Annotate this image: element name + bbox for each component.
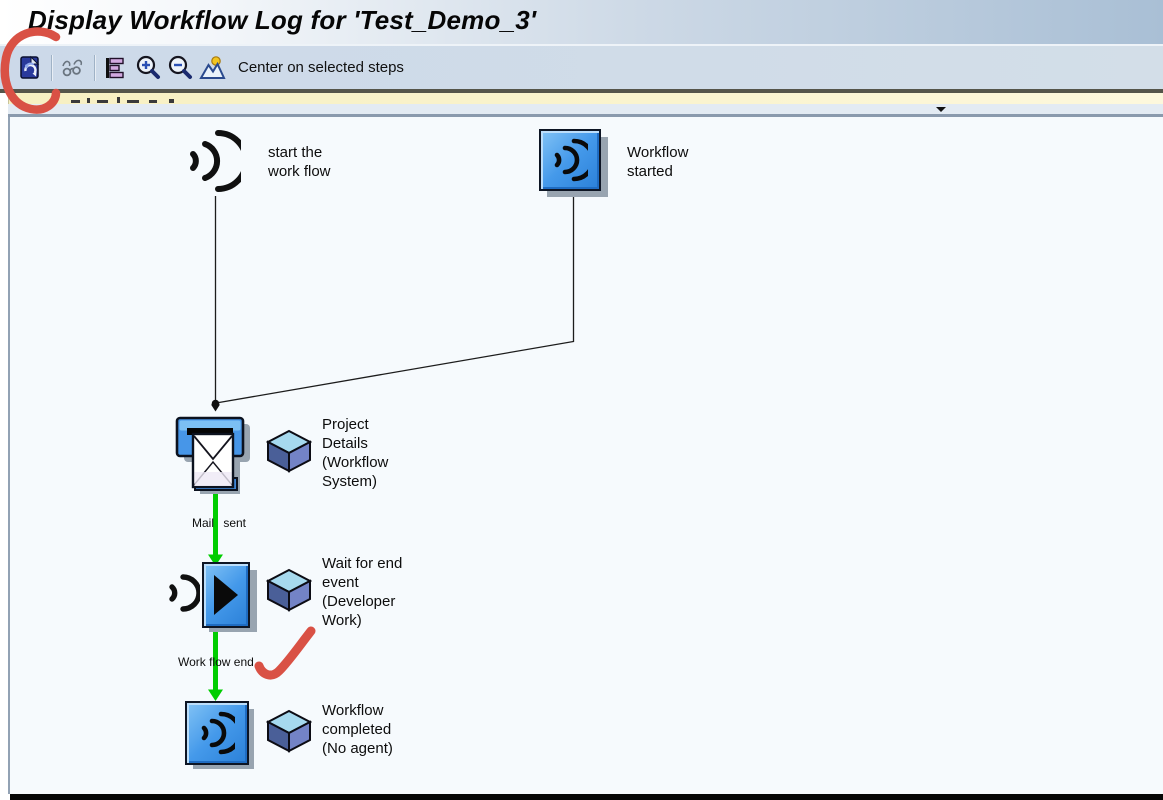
glasses-icon: [62, 59, 83, 76]
node-label: start the work flow: [268, 144, 331, 180]
send-mail-icon: [175, 416, 250, 494]
zoom-in-icon: [136, 55, 160, 79]
chevron-down-icon[interactable]: [936, 107, 946, 112]
workflow-node-wait-event[interactable]: [166, 556, 256, 632]
bottom-edge-bar: [10, 794, 1163, 800]
step-cube-icon: [265, 429, 313, 473]
workflow-node-start-event[interactable]: [185, 128, 249, 194]
clipped-info-bar: [8, 93, 1163, 104]
event-trigger-icon: [190, 130, 249, 192]
zoom-out-button[interactable]: [165, 53, 195, 83]
hierarchy-button[interactable]: [101, 53, 131, 83]
title-separator: [0, 44, 1163, 46]
center-on-steps-icon: [198, 55, 226, 79]
toolbar-separator: [94, 54, 95, 81]
node-label: Project Details (Workflow System): [322, 416, 389, 490]
zoom-in-button[interactable]: [133, 53, 163, 83]
zoom-out-icon: [168, 55, 192, 79]
title-bar: Display Workflow Log for 'Test_Demo_3': [0, 0, 1163, 44]
edge-label-work-flow-end: Work flow end: [178, 655, 254, 669]
clipped-text-fragments: [71, 96, 211, 103]
canvas-left-border: [8, 117, 10, 794]
panel-strip-border: [8, 114, 1163, 117]
workflow-node-send-mail[interactable]: [174, 410, 260, 496]
refresh-icon: [20, 55, 40, 79]
step-cube-icon: [265, 568, 313, 612]
wait-event-icon: [169, 574, 200, 612]
toolbar: Center on selected steps: [0, 46, 1163, 89]
play-triangle-icon: [214, 575, 238, 615]
workflow-node-completed[interactable]: [185, 701, 249, 765]
workflow-event-icon: [201, 711, 235, 755]
center-on-steps-label: Center on selected steps: [238, 59, 404, 76]
node-label: Workflow completed (No agent): [322, 702, 393, 757]
toolbar-separator: [51, 54, 52, 81]
page-title: Display Workflow Log for 'Test_Demo_3': [28, 5, 537, 35]
edge-label-mail-sent: Mail sent: [192, 516, 247, 530]
hierarchy-list-icon: [106, 57, 124, 78]
display-glasses-button[interactable]: [58, 53, 88, 83]
refresh-button[interactable]: [15, 53, 45, 83]
workflow-event-icon: [554, 138, 588, 182]
step-cube-icon: [265, 709, 313, 753]
node-label: Workflow started: [627, 144, 689, 180]
wait-step-square: [202, 562, 250, 628]
node-label: Wait for end event (Developer Work): [322, 555, 403, 629]
panel-strip: [8, 104, 1163, 114]
toolbar-bottom-line: [0, 89, 1163, 93]
workflow-node-started[interactable]: [539, 129, 601, 191]
center-on-steps-button[interactable]: [197, 53, 227, 83]
